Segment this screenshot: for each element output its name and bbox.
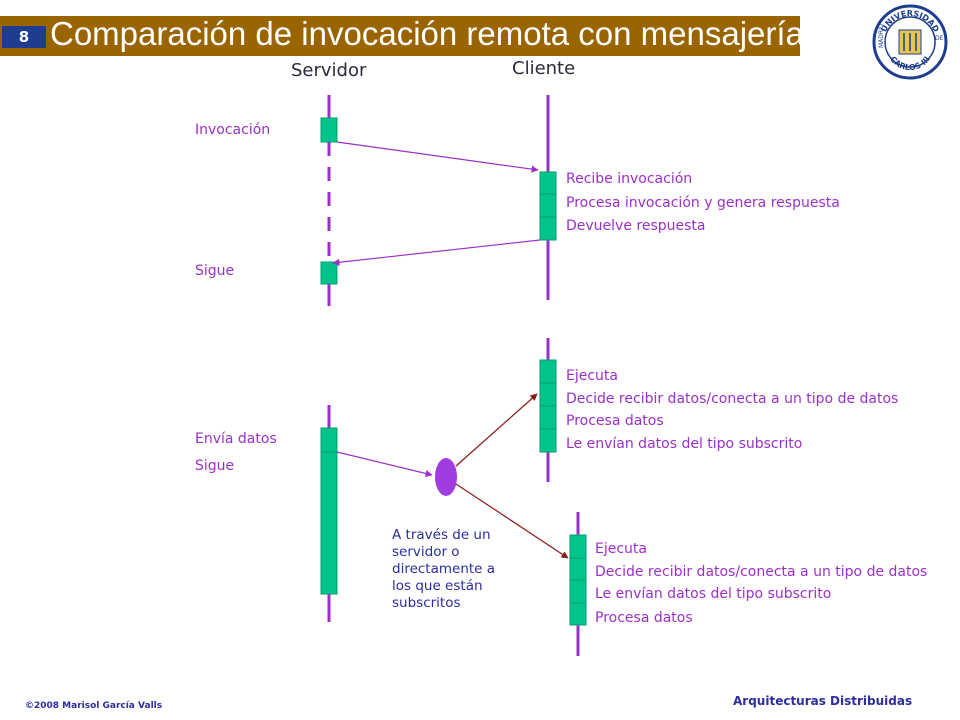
- client-activation-3: [539, 216, 557, 241]
- deliver-arrow-client2: [455, 483, 569, 559]
- label-recibe-invocacion: Recibe invocación: [566, 171, 693, 187]
- label-invocacion: Invocación: [195, 122, 271, 138]
- client1-activation-3: [539, 405, 557, 430]
- slide-title: Comparación de invocación remota con men…: [50, 15, 804, 52]
- client2-activation-2: [569, 557, 587, 581]
- label-client2-envian: Le envían datos del tipo subscrito: [595, 586, 832, 602]
- label-client1-envian: Le envían datos del tipo subscrito: [566, 436, 803, 452]
- client-activation-1: [539, 171, 557, 195]
- broker-note: A través de un servidor o directamente a…: [392, 527, 496, 611]
- label-devuelve-respuesta: Devuelve respuesta: [566, 218, 706, 234]
- label-sigue-bottom: Sigue: [195, 458, 235, 474]
- client-header: Cliente: [512, 58, 576, 79]
- university-seal-icon: UNIVERSIDAD CARLOS III MADRID DE: [872, 4, 948, 80]
- label-procesa-invocacion: Procesa invocación y genera respuesta: [566, 195, 840, 211]
- seal-right-text: DE: [935, 35, 944, 42]
- client1-activation-4: [539, 428, 557, 453]
- server-activation-send: [320, 427, 338, 453]
- server-activation-resume: [320, 261, 338, 285]
- label-client1-procesa: Procesa datos: [566, 413, 664, 429]
- invoke-arrow: [336, 141, 539, 173]
- client2-activation-3: [569, 579, 587, 604]
- title-bar: [0, 16, 800, 56]
- response-arrow: [332, 239, 541, 266]
- label-client1-ejecuta: Ejecuta: [566, 368, 618, 384]
- label-client1-decide: Decide recibir datos/conecta a un tipo d…: [566, 391, 899, 407]
- publish-arrow: [336, 451, 433, 477]
- client2-activation-1: [569, 534, 587, 559]
- slide-number: 8: [2, 26, 46, 48]
- label-client2-decide: Decide recibir datos/conecta a un tipo d…: [595, 564, 928, 580]
- broker-node: [435, 458, 457, 496]
- label-sigue-top: Sigue: [195, 263, 235, 279]
- label-client2-procesa: Procesa datos: [595, 610, 693, 626]
- client2-activation-4: [569, 602, 587, 626]
- server-activation-continue: [320, 451, 338, 595]
- footer-copyright: ©2008 Marisol García Valls: [25, 701, 163, 711]
- server-activation-invoke: [320, 117, 338, 143]
- seal-left-text: MADRID: [878, 23, 885, 48]
- server-header: Servidor: [291, 60, 367, 81]
- label-envia-datos: Envía datos: [195, 431, 277, 447]
- client1-activation-2: [539, 382, 557, 407]
- client1-activation-1: [539, 359, 557, 384]
- client-activation-2: [539, 193, 557, 218]
- label-client2-ejecuta: Ejecuta: [595, 541, 647, 557]
- footer-course: Arquitecturas Distribuidas: [733, 694, 913, 708]
- deliver-arrow-client1: [455, 393, 538, 467]
